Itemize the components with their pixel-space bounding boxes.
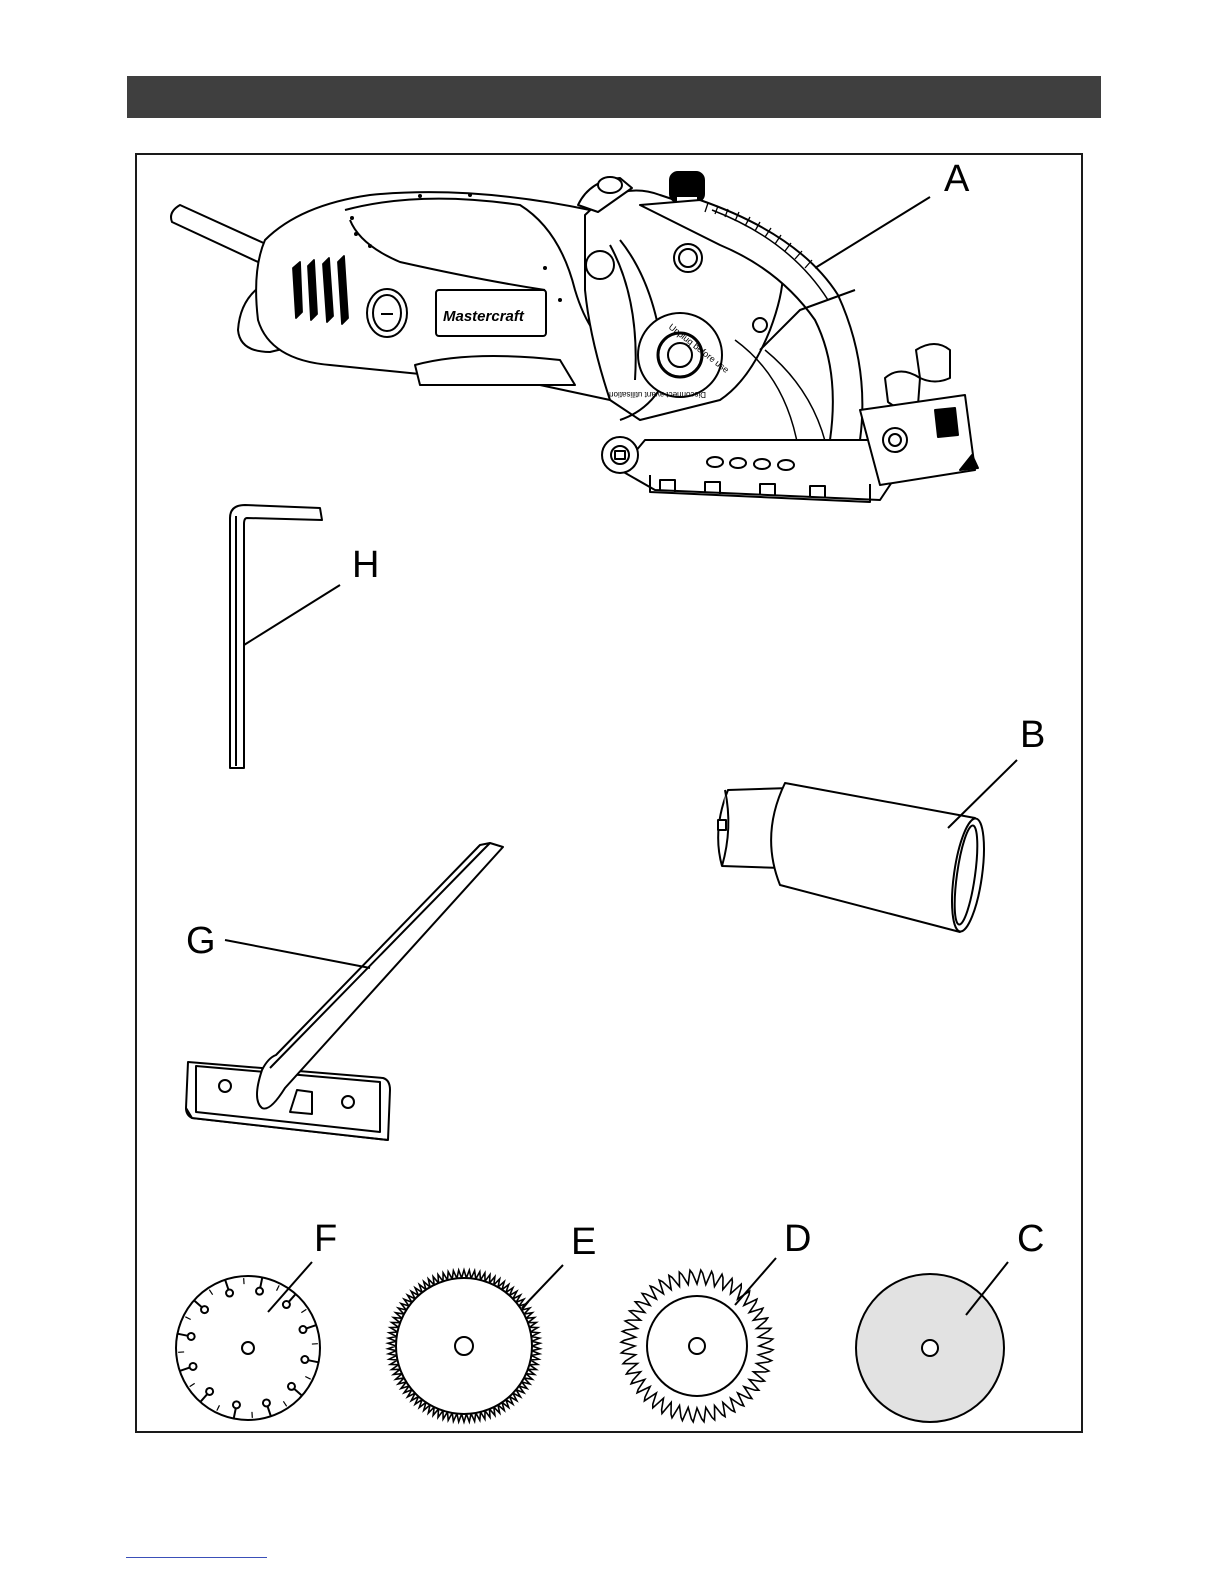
segment-hole xyxy=(288,1383,295,1390)
segment-hole xyxy=(299,1326,306,1333)
housing-screw xyxy=(586,251,614,279)
part-label-b: B xyxy=(1020,716,1045,754)
dust-adapter-illustration xyxy=(718,783,990,933)
segment-hole xyxy=(206,1388,213,1395)
leader-line-h xyxy=(244,585,340,645)
part-label-e: E xyxy=(571,1223,596,1261)
segment-hole xyxy=(201,1306,208,1313)
segment-hole xyxy=(226,1290,233,1297)
fine-tooth-blade-illustration xyxy=(388,1270,540,1422)
segment-hole xyxy=(263,1399,270,1406)
power-cord xyxy=(171,205,268,262)
part-label-g: G xyxy=(186,922,216,960)
hex-key-illustration xyxy=(230,505,322,768)
leader-line-a xyxy=(815,197,930,268)
part-label-f: F xyxy=(314,1220,337,1258)
segment-hole xyxy=(233,1401,240,1408)
leader-line-b xyxy=(948,760,1017,828)
carbide-blade-illustration xyxy=(621,1270,773,1422)
leader-line-g xyxy=(225,940,370,968)
rip-fence-illustration xyxy=(186,843,503,1140)
part-label-d: D xyxy=(784,1220,811,1258)
part-label-c: C xyxy=(1017,1220,1044,1258)
part-label-a: A xyxy=(944,160,969,198)
segment-hole xyxy=(283,1301,290,1308)
leader-line-e xyxy=(522,1265,563,1308)
fence-knob-2 xyxy=(916,344,950,382)
segment-hole xyxy=(190,1363,197,1370)
circular-saw-illustration: Mastercraft Unplug before use Disconnect… xyxy=(171,172,978,502)
diamond-blade-illustration xyxy=(176,1276,320,1420)
segment-hole xyxy=(256,1288,263,1295)
segment-hole xyxy=(301,1356,308,1363)
brand-label: Mastercraft xyxy=(443,308,525,325)
guard-text-2: Disconnect avant utilisation xyxy=(609,390,706,399)
part-label-h: H xyxy=(352,546,379,584)
leader-line-d xyxy=(735,1258,776,1305)
segment-hole xyxy=(188,1333,195,1340)
footer-link-rule xyxy=(126,1557,267,1558)
